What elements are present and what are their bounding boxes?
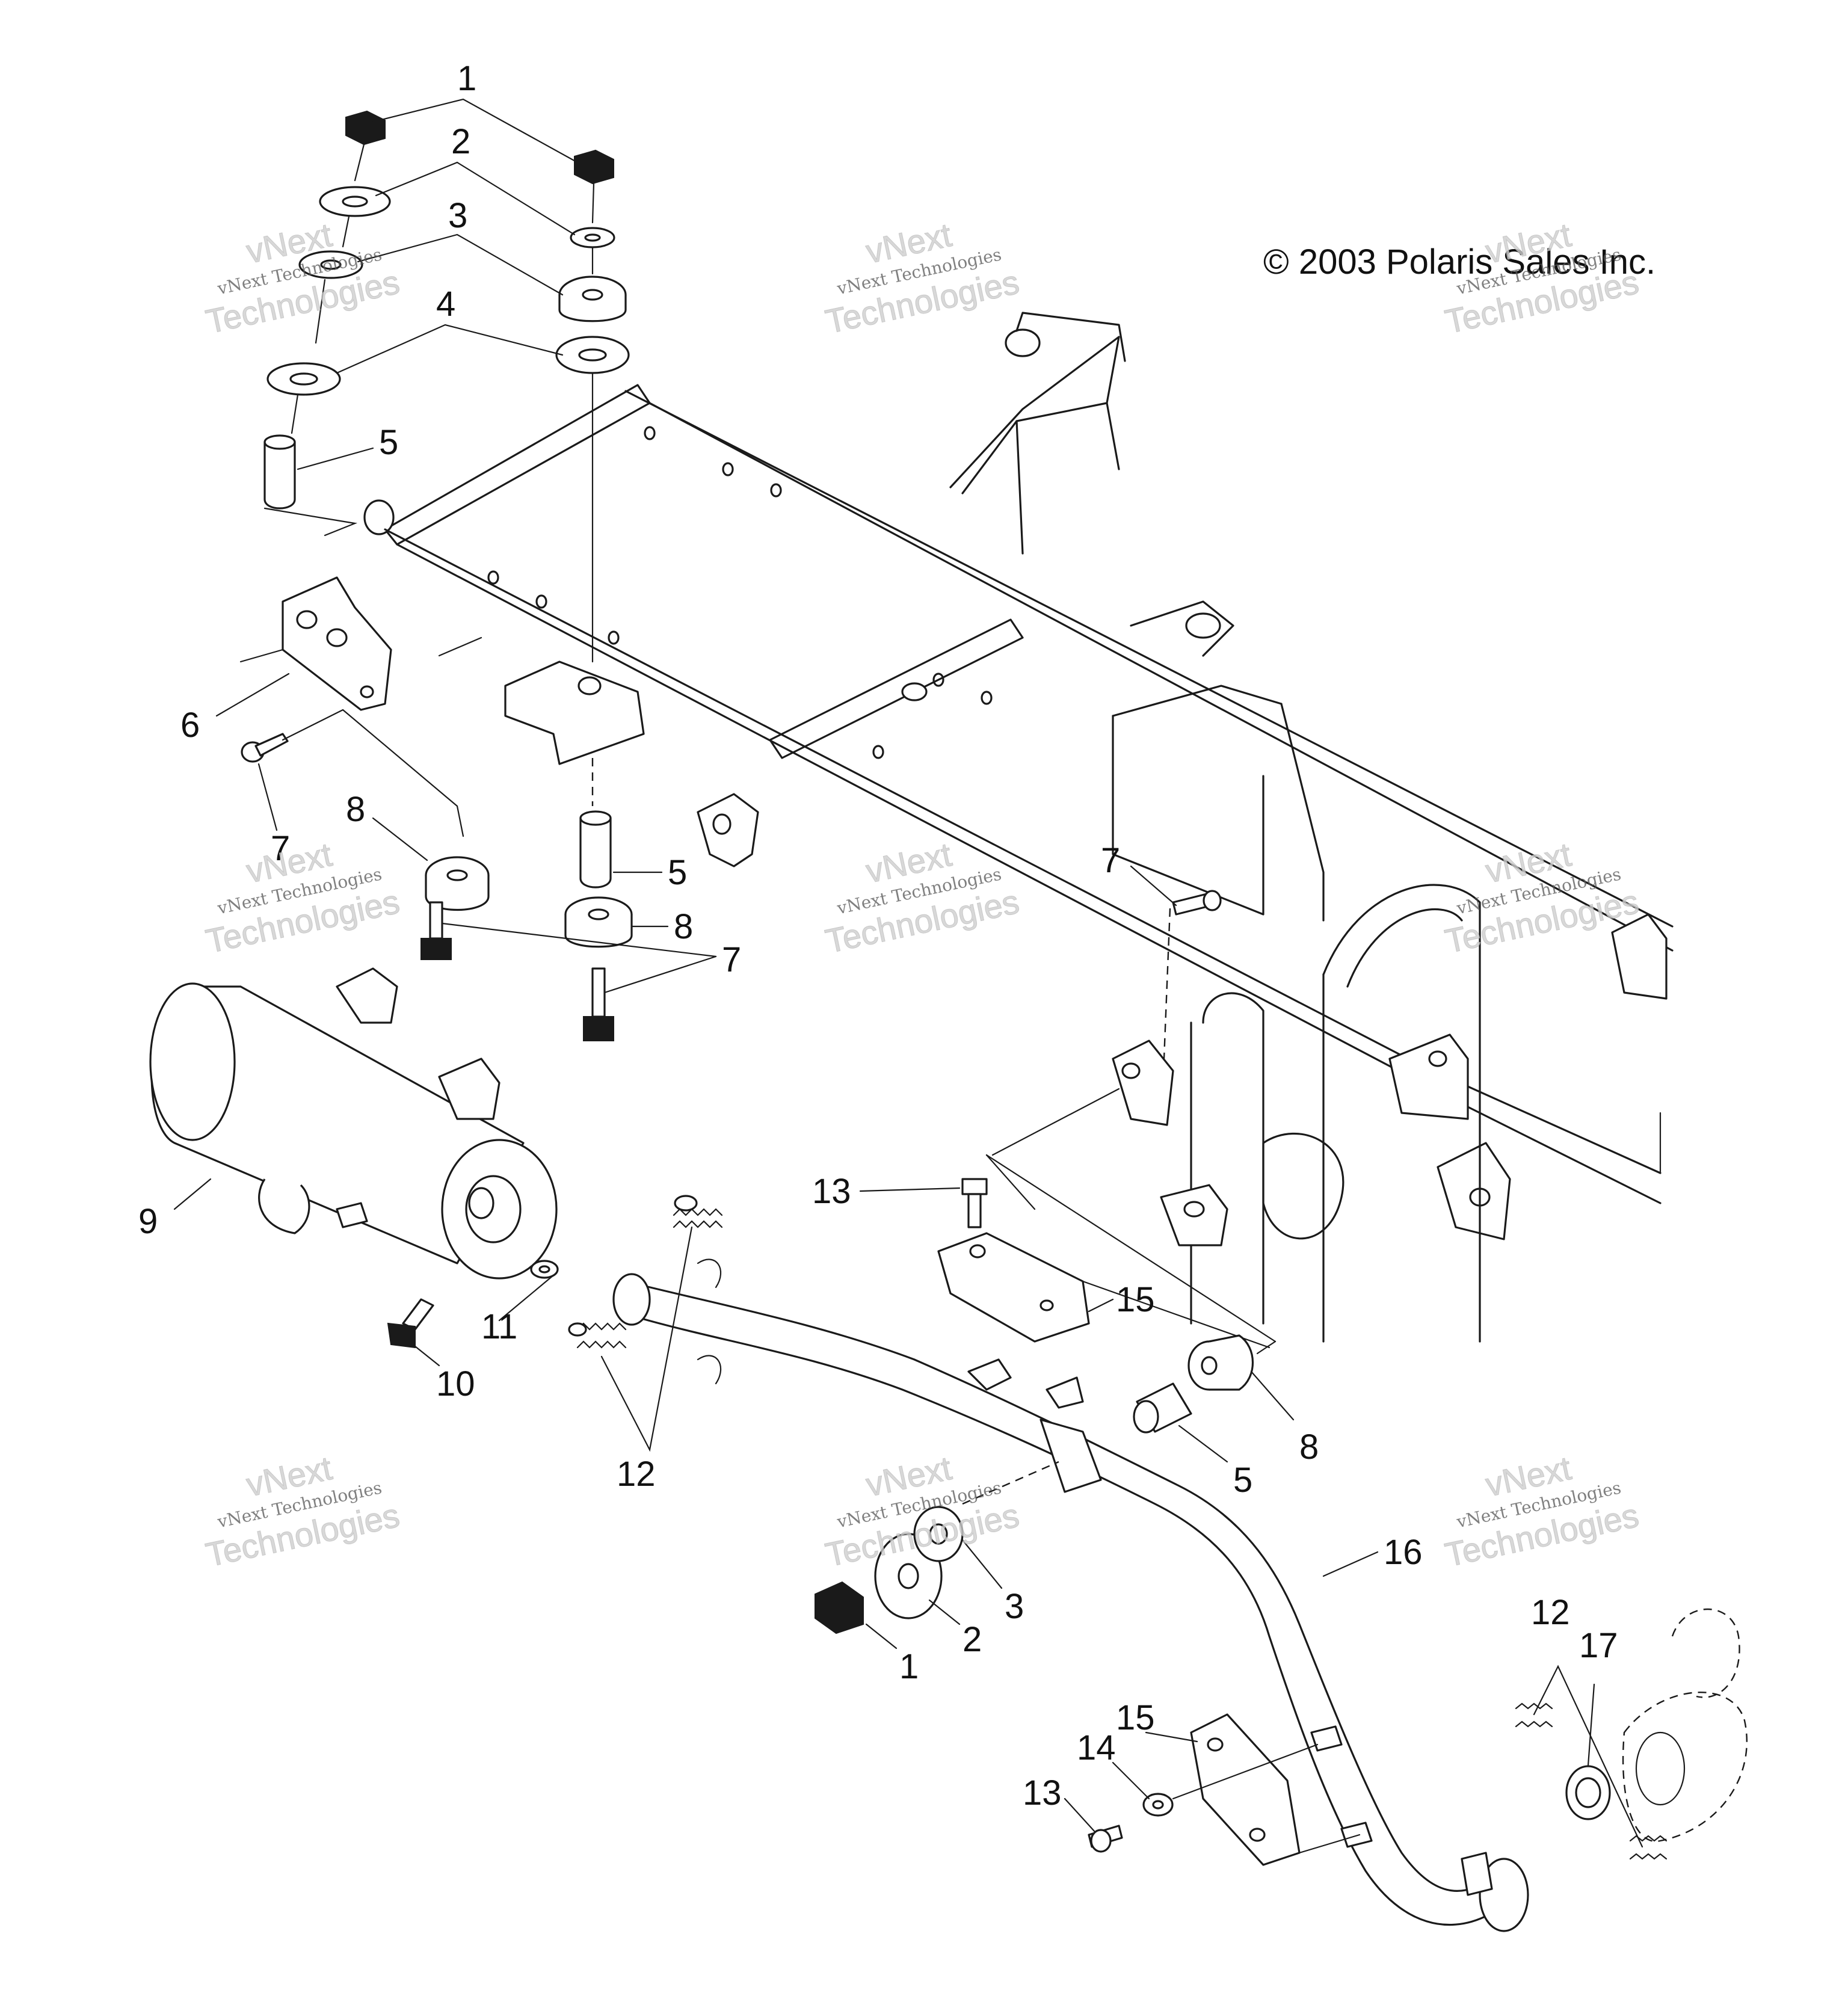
callout-14: 14 [1077, 1728, 1116, 1767]
bolt-7-right [1172, 890, 1222, 916]
bracket-15-upper [937, 1232, 1090, 1343]
callout-1-lower: 1 [899, 1647, 919, 1686]
nut-1-right [574, 149, 614, 185]
bolt-10 [387, 1298, 434, 1349]
bolt-7-left [241, 733, 289, 763]
callout-10: 10 [436, 1364, 475, 1403]
callout-8-left: 8 [346, 790, 365, 829]
callout-13-lower: 13 [1023, 1773, 1062, 1813]
nut-1-lower [815, 1581, 864, 1634]
callout-3-lower: 3 [1005, 1587, 1024, 1626]
callout-7-right: 7 [1101, 841, 1120, 880]
callout-12-right: 12 [1531, 1593, 1570, 1632]
spacer-5-left [263, 434, 296, 510]
watermarks: vNext vNext Technologies Technologies vN… [202, 215, 1642, 1574]
frame-assembly [363, 312, 1674, 1355]
spring-12-right-upper [1515, 1702, 1553, 1728]
bushing-8-left [425, 856, 490, 911]
callout-7-center: 7 [722, 940, 741, 979]
spring-12-top [673, 1195, 723, 1228]
callout-12-left: 12 [617, 1455, 656, 1494]
callout-5-top: 5 [379, 423, 398, 462]
engine-exhaust-port [1622, 1609, 1748, 1843]
copyright-notice: © 2003 Polaris Sales Inc. [1263, 242, 1656, 282]
leader-lines [173, 98, 1643, 1848]
bolt-7-mid-left [420, 901, 452, 960]
callout-7-left: 7 [271, 829, 290, 868]
star-washer-11 [530, 1260, 559, 1279]
callout-11: 11 [481, 1307, 517, 1346]
callout-16: 16 [1384, 1533, 1423, 1572]
bushing-3-lower [913, 1506, 964, 1562]
callout-13-upper: 13 [812, 1172, 851, 1211]
callout-numbers: 1 2 3 4 5 6 7 8 5 8 7 7 9 11 10 12 13 15… [138, 59, 1618, 1813]
spacer-5-center [579, 810, 612, 889]
clip [697, 1258, 722, 1385]
nut-1-left [345, 110, 386, 146]
bolt-13-lower [1088, 1825, 1123, 1853]
callout-2-top: 2 [451, 122, 470, 161]
callout-15-lower: 15 [1116, 1698, 1155, 1737]
callout-17: 17 [1579, 1626, 1618, 1665]
callout-8-lower: 8 [1299, 1428, 1319, 1467]
callout-1-top: 1 [457, 59, 476, 98]
rail-holes [487, 426, 993, 759]
callout-9: 9 [138, 1202, 158, 1241]
right-mount-stack [555, 149, 1222, 1059]
seal-17 [1565, 1765, 1611, 1820]
exhaust-pipe-16 [612, 1273, 1529, 1932]
left-mount-stack [239, 110, 490, 960]
bracket-15-lower [1190, 1713, 1301, 1866]
callout-15-upper: 15 [1116, 1280, 1155, 1319]
callout-5-lower: 5 [1233, 1461, 1252, 1500]
bolt-13-upper [961, 1178, 988, 1228]
muffler-9 [149, 967, 558, 1280]
callout-8-center: 8 [674, 907, 693, 946]
callout-6: 6 [180, 706, 200, 745]
bushing-8-lower [1187, 1334, 1254, 1391]
spring-12-bottom [568, 1322, 627, 1349]
callout-5-center: 5 [668, 853, 687, 892]
callout-3-top: 3 [448, 196, 467, 235]
washer-14 [1142, 1793, 1174, 1817]
callout-2-lower: 2 [962, 1620, 982, 1659]
spring-12-right-lower [1629, 1835, 1668, 1860]
callout-4-top: 4 [436, 285, 455, 324]
bolt-7-center [583, 967, 614, 1041]
bracket-6 [282, 576, 392, 711]
spacer-5-lower [1133, 1382, 1192, 1434]
